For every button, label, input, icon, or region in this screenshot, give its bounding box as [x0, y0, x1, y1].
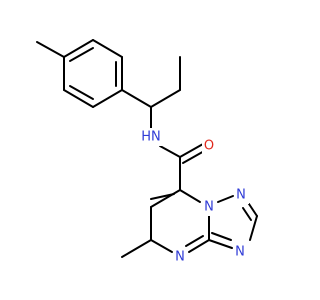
amide-nitrogen-label: HN: [141, 130, 161, 145]
bond: [63, 89, 94, 108]
label-background: [138, 128, 164, 146]
triazole-bottom-nitrogen-label: N: [235, 245, 245, 260]
bond: [121, 239, 152, 258]
triazole-top-nitrogen-label: N: [236, 188, 246, 203]
pyrimidine-nitrogen-label: N: [175, 250, 185, 265]
bond: [159, 145, 181, 158]
label-background: [233, 243, 248, 261]
bond: [208, 239, 233, 249]
label-background: [202, 137, 217, 155]
bond: [69, 85, 94, 100]
molecule-structure: HN O N N N N: [36, 39, 258, 266]
bond: [63, 39, 94, 58]
bond: [92, 39, 123, 58]
label-background: [173, 248, 188, 266]
bond: [179, 143, 204, 158]
carbonyl-oxygen-label: O: [204, 139, 214, 154]
label-background: [202, 198, 217, 216]
bond: [36, 41, 65, 58]
bond: [150, 193, 175, 200]
label-background: [234, 186, 249, 204]
bond: [211, 232, 232, 241]
bond: [150, 239, 173, 253]
bond: [185, 235, 204, 247]
atom-labels: HN O N N N N: [138, 128, 249, 266]
bond: [179, 189, 201, 203]
bond: [92, 89, 123, 108]
bond: [248, 203, 258, 217]
bond: [69, 47, 94, 62]
bond: [150, 89, 181, 108]
bridge-nitrogen-label: N: [204, 200, 214, 215]
bond: [150, 189, 181, 208]
bond: [188, 239, 210, 253]
bonds: [36, 39, 258, 258]
bond: [121, 89, 152, 108]
bond: [242, 207, 252, 221]
bond: [249, 215, 258, 241]
bond: [217, 195, 234, 203]
